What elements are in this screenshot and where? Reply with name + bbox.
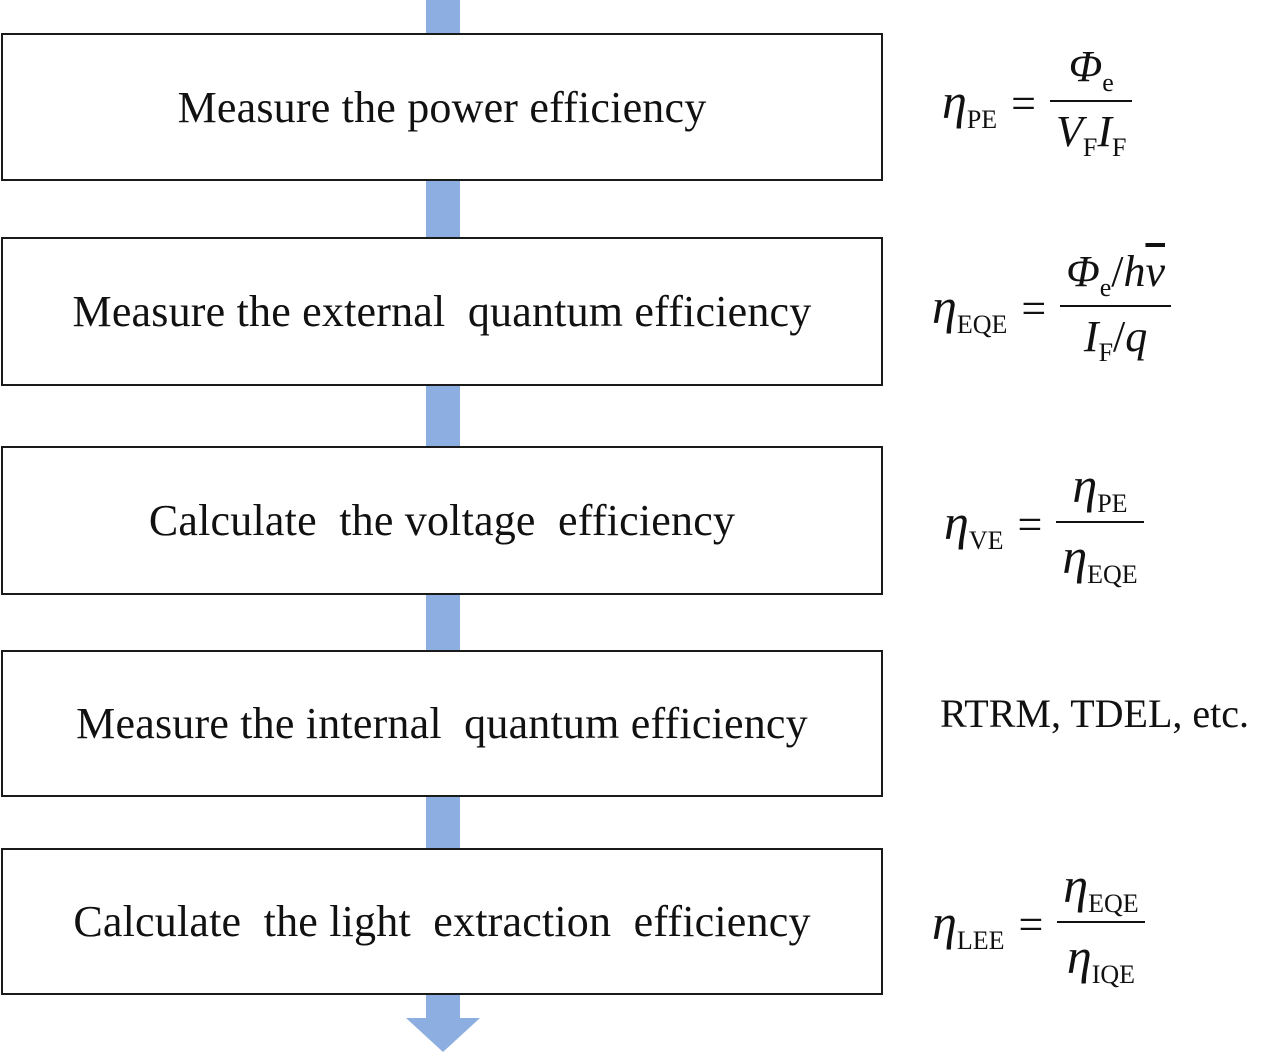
flow-connector-4 [426, 796, 460, 848]
equals-sign: = [1011, 78, 1036, 128]
step-label: Measure the internal quantum efficiency [76, 699, 808, 748]
eta-symbol: ηLEE [932, 893, 1004, 956]
equals-sign: = [1018, 899, 1044, 949]
phi-symbol: Φ [1066, 247, 1100, 296]
phi-subscript: e [1099, 273, 1112, 302]
step-box-internal-quantum-efficiency: Measure the internal quantum efficiency [1, 650, 883, 797]
step-label: Measure the power efficiency [177, 82, 707, 132]
step-box-external-quantum-efficiency: Measure the external quantum efficiency [1, 237, 883, 386]
step-box-light-extraction-efficiency: Calculate the light extraction efficienc… [1, 848, 883, 995]
equation-external-quantum-efficiency: ηEQE = Φe/hν IF/q [932, 250, 1171, 366]
eta-subscript: EQE [1088, 889, 1139, 918]
eta-glyph: η [932, 893, 957, 950]
eta-subscript: IQE [1091, 960, 1136, 989]
fraction: ηPE ηEQE [1056, 460, 1144, 588]
slash: / [1111, 247, 1124, 296]
eta-symbol: ηEQE [932, 277, 1007, 340]
fraction-bar [1049, 100, 1133, 102]
v-subscript: F [1082, 133, 1098, 162]
fraction-bar [1060, 305, 1171, 307]
step-box-voltage-efficiency: Calculate the voltage efficiency [1, 446, 883, 595]
eta-subscript: EQE [956, 309, 1008, 339]
equals-sign: = [1021, 283, 1047, 333]
phi-symbol: Φ [1068, 42, 1103, 91]
eta-subscript: VE [968, 525, 1004, 555]
denominator: VFIF [1050, 102, 1132, 161]
phi-subscript: e [1102, 68, 1114, 97]
step-label: Calculate the light extraction efficienc… [73, 897, 811, 946]
eta-glyph: η [942, 72, 967, 129]
eta-subscript: LEE [956, 925, 1005, 955]
flow-connector-top [426, 0, 460, 33]
slash: / [1113, 312, 1126, 361]
eta-glyph: η [1063, 857, 1089, 913]
v-symbol: V [1055, 107, 1083, 156]
h-symbol: h [1123, 247, 1146, 296]
eta-subscript: PE [1097, 489, 1128, 518]
eta-glyph: η [944, 493, 969, 550]
equation-voltage-efficiency: ηVE = ηPE ηEQE [944, 460, 1144, 588]
eta-glyph: η [932, 277, 957, 334]
eta-glyph: η [1062, 528, 1088, 584]
i-symbol: I [1083, 312, 1099, 361]
measurement-methods-note: RTRM, TDEL, etc. [940, 691, 1250, 736]
denominator: ηEQE [1056, 523, 1143, 588]
q-symbol: q [1125, 312, 1148, 361]
numerator: ηPE [1066, 460, 1133, 521]
eta-symbol: ηVE [944, 493, 1003, 556]
fraction: Φe VFIF [1049, 45, 1133, 161]
step-label: Calculate the voltage efficiency [148, 496, 736, 545]
fraction: Φe/hν IF/q [1060, 250, 1171, 366]
eta-glyph: η [1066, 928, 1092, 984]
i-subscript: F [1112, 133, 1127, 162]
denominator: IF/q [1078, 307, 1153, 366]
eta-symbol: ηPE [942, 72, 997, 135]
step-box-power-efficiency: Measure the power efficiency [1, 33, 883, 181]
fraction-bar [1057, 921, 1145, 923]
i-subscript: F [1098, 338, 1114, 367]
flow-connector-2 [426, 385, 460, 446]
flow-connector-bottom [426, 994, 460, 1020]
eta-subscript: PE [966, 104, 998, 134]
numerator: Φe [1063, 45, 1120, 100]
flow-connector-1 [426, 180, 460, 237]
flow-connector-3 [426, 594, 460, 650]
step-label: Measure the external quantum efficiency [72, 287, 812, 336]
fraction: ηEQE ηIQE [1057, 860, 1145, 988]
eta-glyph: η [1072, 457, 1098, 513]
i-symbol: I [1097, 107, 1112, 156]
equals-sign: = [1017, 499, 1043, 549]
numerator: Φe/hν [1060, 250, 1171, 305]
flow-arrow-head [406, 1018, 480, 1052]
fraction-bar [1056, 521, 1144, 523]
denominator: ηIQE [1061, 923, 1141, 988]
numerator: ηEQE [1057, 860, 1144, 921]
nu-bar-symbol: ν [1145, 247, 1165, 296]
eta-subscript: EQE [1087, 560, 1138, 589]
equation-power-efficiency: ηPE = Φe VFIF [942, 45, 1133, 161]
equation-light-extraction-efficiency: ηLEE = ηEQE ηIQE [932, 860, 1145, 988]
